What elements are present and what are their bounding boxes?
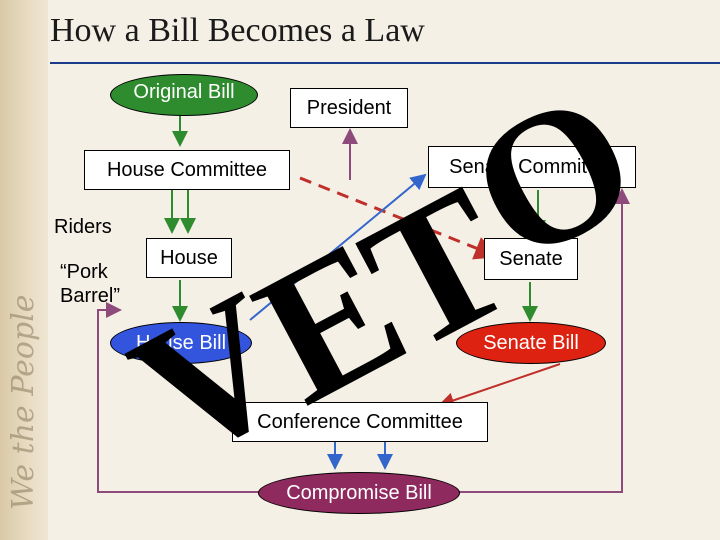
page-title: How a Bill Becomes a Law — [50, 12, 425, 49]
label-riders: Riders — [54, 216, 112, 238]
node-house-committee: House Committee — [84, 150, 290, 190]
node-conference-committee: Conference Committee — [232, 402, 488, 442]
node-house: House — [146, 238, 232, 278]
loop-compromise-to-house — [97, 302, 260, 493]
node-senate: Senate — [484, 238, 578, 280]
node-house-bill: House Bill — [110, 322, 252, 364]
title-divider — [50, 62, 720, 64]
node-senate-committee: Senate Committee — [428, 146, 636, 188]
node-compromise-bill: Compromise Bill — [258, 472, 460, 514]
node-senate-bill: Senate Bill — [456, 322, 606, 364]
node-president: President — [290, 88, 408, 128]
arrow-senate-bill-to-conference — [438, 363, 561, 409]
arrow-house-bill-to-senate-committee — [249, 173, 427, 321]
sidebar-decoration: We the People — [0, 0, 48, 540]
arrow-dashed-house-committee-to-senate — [299, 176, 499, 260]
node-original-bill: Original Bill — [110, 74, 258, 116]
loop-compromise-to-senate — [455, 188, 630, 493]
label-pork-barrel: “Pork Barrel” — [60, 261, 121, 307]
